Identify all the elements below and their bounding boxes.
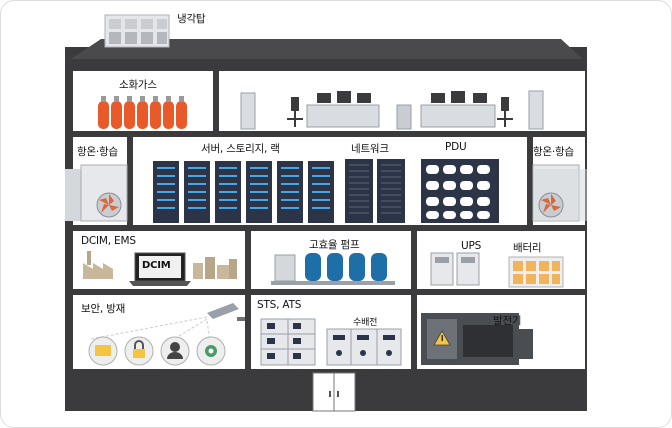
label-cooling-tower: 냉각탑 — [177, 13, 206, 25]
label-pdu: PDU — [445, 141, 467, 153]
label-sts: STS, ATS — [257, 299, 302, 311]
crac-unit-icon — [65, 164, 587, 222]
ups-icon — [430, 252, 480, 286]
pump-icon — [271, 253, 395, 285]
monitor-icon — [88, 336, 118, 366]
label-dcim: DCIM, EMS — [81, 235, 136, 247]
label-crac-right: 항온·항습 — [533, 146, 574, 158]
label-pump: 고효율 펌프 — [309, 239, 360, 251]
battery-icon — [508, 256, 564, 288]
warning-icon — [433, 330, 451, 346]
label-battery: 배터리 — [513, 242, 542, 254]
eye-icon — [196, 336, 226, 366]
office-desk-icon — [240, 90, 544, 130]
door-icon — [312, 372, 356, 412]
roof — [65, 39, 587, 63]
label-fire-suppression: 소화가스 — [119, 79, 157, 91]
label-switchgear: 수배전 — [353, 318, 378, 328]
label-security: 보안, 방재 — [81, 303, 126, 315]
person-icon — [160, 336, 190, 366]
gas-cylinder-icon — [98, 96, 187, 129]
label-generator: 발전기 — [493, 315, 522, 327]
server-rack-icon — [153, 161, 334, 223]
laptop-screen-label: DCIM — [142, 260, 171, 271]
laptop-icon — [129, 252, 191, 286]
cooling-tower-icon — [104, 14, 170, 48]
label-network: 네트워크 — [351, 143, 389, 155]
lock-icon — [124, 336, 154, 366]
label-servers: 서버, 스토리지, 랙 — [201, 143, 280, 155]
pdu-icon — [421, 159, 499, 223]
network-rack-icon — [345, 159, 405, 223]
factory-icon — [83, 251, 113, 279]
city-icon — [193, 257, 237, 279]
label-crac-left: 항온·항습 — [77, 146, 118, 158]
switchgear-icon — [260, 318, 402, 366]
label-ups: UPS — [461, 240, 482, 252]
